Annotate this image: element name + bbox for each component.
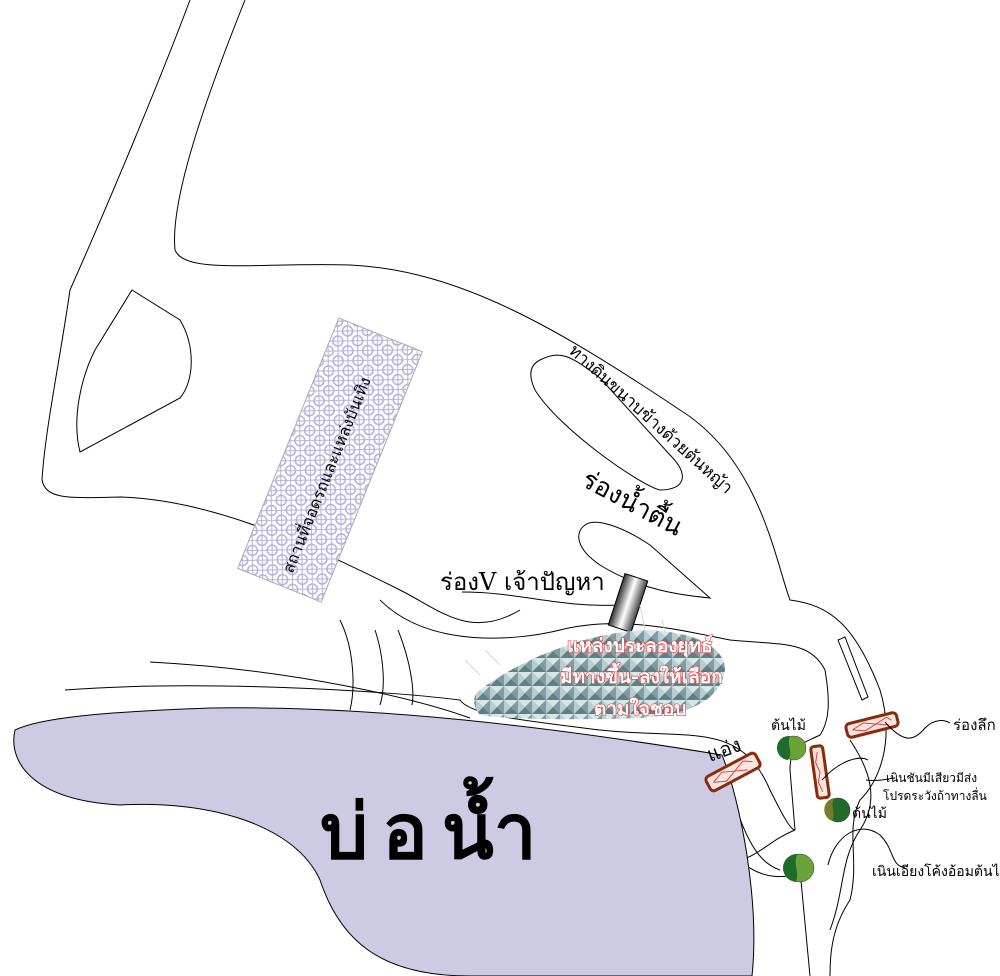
steep-hill-bridge [809, 744, 831, 800]
tree-label-2: ต้นไม้ [852, 805, 887, 822]
pond [13, 707, 755, 976]
v-ditch-marker [607, 572, 649, 634]
v-ditch-label: ร่องV เจ้าปัญหา [440, 568, 605, 596]
steep-hill-label-line1: เนินชันมีเสียวมีส่ง [886, 771, 977, 785]
arena-label-line1: แหล่งประลองยุทธ์ [567, 635, 713, 658]
dirt-path-strip [530, 354, 683, 491]
arena-label-line3: ตามใจชอบ [594, 697, 686, 720]
tree-icon [824, 797, 851, 823]
top-road-edge [174, 0, 887, 976]
tree-label-1: ต้นไม้ [771, 717, 806, 734]
steep-hill-pointer [821, 757, 896, 782]
deep-ditch-label: ร่องลึก [953, 716, 996, 734]
pond-label: บ่อน้ำ [320, 776, 551, 876]
sloped-hill-pointer [827, 828, 906, 869]
arena-area [474, 630, 725, 720]
basin-bridge [704, 751, 762, 793]
shallow-ditch-strip [578, 521, 712, 599]
right-lane [829, 739, 872, 931]
road-right-bend [379, 599, 829, 976]
ridge-line-1 [339, 619, 354, 711]
sloped-hill-label: เนินเอียงโค้งอ้อมต้นไม้ [872, 863, 1000, 880]
parking-area: สถานที่จอดรถและแหล่งบันเทิง [237, 317, 423, 603]
steep-hill-label-line2: โปรดระวังถ้าทางลื่น [883, 787, 987, 803]
ridge-line-3 [397, 629, 414, 706]
inner-island [76, 289, 192, 453]
v-ditch-pointer [461, 591, 621, 606]
right-track [837, 636, 869, 701]
left-road-edge [41, 0, 521, 624]
arena-hatching [464, 604, 706, 676]
pond-shore-path [64, 685, 796, 831]
arena-label-line2: มีทางขึ้น-ลงให้เลือก [560, 662, 723, 688]
shallow-ditch-label: ร่องน้ำตื้น [577, 460, 690, 542]
tree-icon [776, 735, 807, 761]
deep-ditch-pointer [884, 720, 951, 739]
tree-icon [782, 853, 815, 883]
ridge-line-2 [374, 629, 384, 706]
deep-ditch-bridge [844, 711, 900, 739]
